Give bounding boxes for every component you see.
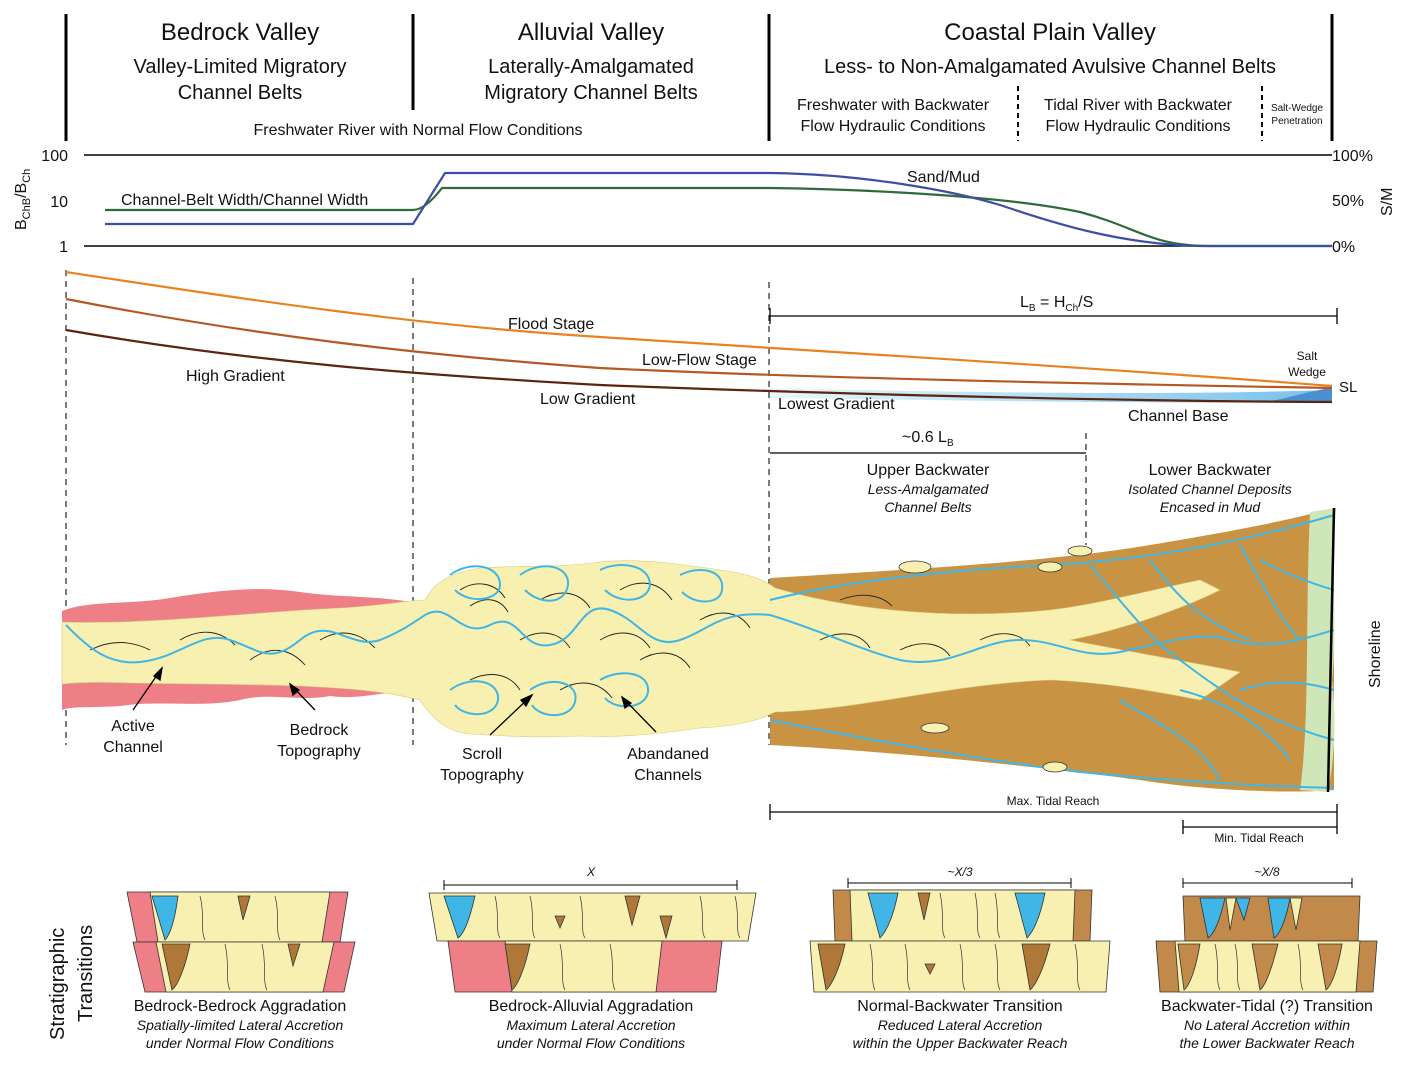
low-gradient-label: Low Gradient xyxy=(540,391,636,408)
tidal-backwater-label-2: Flow Hydraulic Conditions xyxy=(1046,118,1231,135)
right-tick-100: 100% xyxy=(1332,148,1373,165)
transition-4-width-label: ~X/8 xyxy=(1254,865,1279,879)
salt-wedge-small-1: Salt xyxy=(1297,349,1318,363)
map-panel: ~0.6 LB Upper Backwater Less-Amalgamated… xyxy=(61,429,1384,845)
transition-block-backwater-tidal: ~X/8 xyxy=(1155,865,1378,993)
zone-headers: Bedrock Valley Valley-Limited Migratory … xyxy=(64,14,1334,141)
salt-wedge-core xyxy=(1265,388,1332,403)
stratigraphic-label-1: Stratigraphic xyxy=(47,928,69,1040)
svg-text:BChB/BCh: BChB/BCh xyxy=(13,169,33,230)
transition-3-title: Normal-Backwater Transition xyxy=(857,998,1062,1015)
isolated-channel-bars xyxy=(898,545,1093,773)
freshwater-backwater-label-2: Flow Hydraulic Conditions xyxy=(801,118,986,135)
bedrock-topography-label-1: Bedrock xyxy=(290,722,350,739)
transition-2-desc-1: Maximum Lateral Accretion xyxy=(506,1017,675,1033)
flood-stage-line xyxy=(65,270,1333,388)
active-channel-label-2: Channel xyxy=(103,739,163,756)
coastal-plain-valley-title: Coastal Plain Valley xyxy=(944,19,1156,46)
lower-backwater-desc-2: Encased in Mud xyxy=(1160,499,1262,515)
salt-wedge-label-2: Penetration xyxy=(1271,116,1322,127)
bedrock-topography-label-2: Topography xyxy=(277,743,361,760)
salt-wedge-small-2: Wedge xyxy=(1288,365,1326,379)
channel-belt-width-series xyxy=(105,186,1332,248)
transition-3-width-label: ~X/3 xyxy=(947,865,972,879)
low-flow-stage-line xyxy=(65,297,1333,390)
active-channel-bedrock xyxy=(65,614,426,664)
lb-equation: LB = HCh/S xyxy=(1020,294,1093,314)
y-tick-100: 100 xyxy=(41,148,68,165)
flood-stage-label: Flood Stage xyxy=(508,316,594,333)
upper-backwater-desc-1: Less-Amalgamated xyxy=(868,481,990,497)
lower-backwater-title: Lower Backwater xyxy=(1149,462,1272,479)
freshwater-backwater-label-1: Freshwater with Backwater xyxy=(797,97,990,114)
sand-mud-series xyxy=(105,171,1332,248)
min-tidal-reach-label: Min. Tidal Reach xyxy=(1214,831,1303,845)
lowest-gradient-label: Lowest Gradient xyxy=(778,396,895,413)
transition-3-desc-2: within the Upper Backwater Reach xyxy=(853,1035,1068,1051)
transition-1-title: Bedrock-Bedrock Aggradation xyxy=(134,998,347,1015)
active-channel-label-1: Active xyxy=(111,718,155,735)
transition-block-bedrock-bedrock xyxy=(126,891,356,993)
transition-2-desc-2: under Normal Flow Conditions xyxy=(497,1035,685,1051)
alluvial-valley-title: Alluvial Valley xyxy=(518,19,664,46)
transition-4-title: Backwater-Tidal (?) Transition xyxy=(1161,998,1373,1015)
scroll-topography-label-1: Scroll xyxy=(462,746,502,763)
upper-backwater-channel xyxy=(769,614,1335,663)
channel-belt-label: Channel-Belt Width/Channel Width xyxy=(121,192,368,209)
transition-1-desc-2: under Normal Flow Conditions xyxy=(146,1035,334,1051)
sand-mud-label: Sand/Mud xyxy=(907,169,980,186)
annotation-arrows xyxy=(132,666,657,736)
transition-4-desc-2: the Lower Backwater Reach xyxy=(1179,1035,1354,1051)
right-axis-label: S/M xyxy=(1379,188,1396,216)
high-gradient-label: High Gradient xyxy=(186,368,285,385)
abandoned-channels-label-1: Abandaned xyxy=(627,746,709,763)
marine-zone xyxy=(1300,508,1336,792)
stratigraphic-label-2: Transitions xyxy=(75,925,97,1022)
ratio-panel: 100 10 1 BChB/BCh 100% 50% 0% S/M Channe… xyxy=(13,148,1396,256)
transition-2-title: Bedrock-Alluvial Aggradation xyxy=(489,998,694,1015)
alluvial-valley-subtitle-2: Migratory Channel Belts xyxy=(484,82,697,104)
y-tick-10: 10 xyxy=(50,194,68,211)
transition-1-desc-1: Spatially-limited Lateral Accretion xyxy=(137,1017,344,1033)
y-tick-1: 1 xyxy=(59,239,68,256)
bedrock-valley-title: Bedrock Valley xyxy=(161,19,319,46)
transition-2-width-label: X xyxy=(586,865,596,879)
backwater-distance-label: ~0.6 LB xyxy=(902,429,954,449)
upper-backwater-title: Upper Backwater xyxy=(867,462,990,479)
upper-backwater-desc-2: Channel Belts xyxy=(884,499,971,515)
bedrock-valley-subtitle-2: Channel Belts xyxy=(178,82,303,104)
bedrock-valley-subtitle-1: Valley-Limited Migratory xyxy=(133,56,346,78)
scroll-topography-label-2: Topography xyxy=(440,767,524,784)
max-tidal-reach-label: Max. Tidal Reach xyxy=(1007,794,1100,808)
freshwater-normal-flow-label: Freshwater River with Normal Flow Condit… xyxy=(254,122,583,139)
low-flow-stage-label: Low-Flow Stage xyxy=(642,352,757,369)
coastal-plain-valley-subtitle: Less- to Non-Amalgamated Avulsive Channe… xyxy=(824,56,1276,78)
scroll-topography-lines xyxy=(89,582,1031,699)
right-tick-0: 0% xyxy=(1332,239,1355,256)
salt-wedge-area xyxy=(770,388,1332,403)
transition-block-normal-backwater: ~X/3 xyxy=(809,865,1111,993)
alluvial-valley-subtitle-1: Laterally-Amalgamated xyxy=(488,56,694,78)
stratigraphic-transitions: Stratigraphic Transitions Bedrock-Bedroc… xyxy=(47,865,1378,1051)
abandoned-channels-label-2: Channels xyxy=(634,767,702,784)
channel-base-label: Channel Base xyxy=(1128,408,1229,425)
transition-4-desc-1: No Lateral Accretion within xyxy=(1184,1017,1350,1033)
shoreline-line xyxy=(1326,507,1336,793)
lower-backwater-desc-1: Isolated Channel Deposits xyxy=(1128,481,1291,497)
active-channel-alluvial xyxy=(424,607,771,647)
right-tick-50: 50% xyxy=(1332,193,1364,210)
transition-3-desc-1: Reduced Lateral Accretion xyxy=(878,1017,1043,1033)
channel-base-line xyxy=(65,328,1333,404)
shoreline-label: Shoreline xyxy=(1367,620,1384,688)
tidal-backwater-label-1: Tidal River with Backwater xyxy=(1044,97,1233,114)
sea-level-label: SL xyxy=(1339,379,1357,396)
salt-wedge-label-1: Salt-Wedge xyxy=(1271,103,1324,114)
transition-block-bedrock-alluvial: X xyxy=(428,865,757,993)
y-axis-label: BChB/BCh xyxy=(13,169,33,230)
